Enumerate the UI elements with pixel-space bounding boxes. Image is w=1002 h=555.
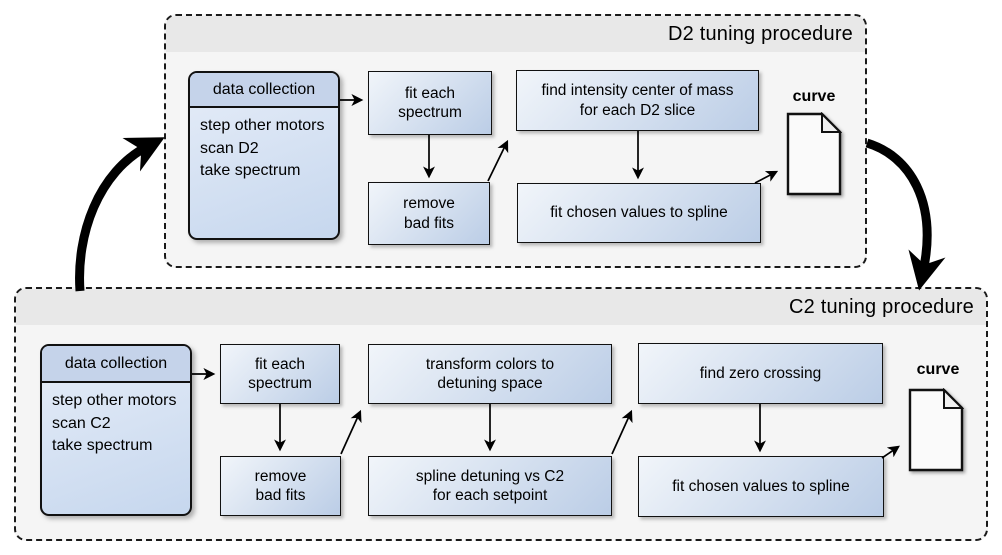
- node-text-line: for each setpoint: [432, 487, 548, 504]
- c2-find-zero-crossing-node: find zero crossing: [638, 343, 883, 404]
- node-text-line: fit each: [255, 355, 305, 373]
- node-text-line: find zero crossing: [699, 364, 822, 382]
- node-text-line: spline detuning vs C2: [415, 467, 565, 485]
- node-text-line: fit chosen values to spline: [672, 477, 850, 495]
- node-text-line: fit chosen values to spline: [550, 204, 728, 222]
- c2-step-line: step other motors: [52, 392, 177, 409]
- d2-data-collection-body: step other motors scan D2 take spectrum: [190, 108, 338, 238]
- c2-data-collection-body: step other motors scan C2 take spectrum: [42, 383, 190, 514]
- node-text-line: spectrum: [248, 375, 312, 392]
- arrow-c2-to-d2-loop: [75, 137, 165, 292]
- d2-scan-line: scan D2: [200, 139, 259, 157]
- d2-fit-each-spectrum-node: fit each spectrum: [368, 71, 492, 135]
- node-text-line: bad fits: [255, 487, 306, 504]
- c2-scan-line: scan C2: [52, 414, 111, 432]
- node-text-line: transform colors to: [425, 355, 555, 373]
- d2-title-band: D2 tuning procedure: [166, 16, 865, 52]
- d2-data-collection-header: data collection: [190, 73, 338, 108]
- c2-procedure-title: C2 tuning procedure: [788, 295, 974, 318]
- node-text-line: fit each: [405, 84, 455, 102]
- c2-remove-bad-fits-node: remove bad fits: [220, 456, 341, 516]
- node-text-line: remove: [403, 195, 455, 213]
- node-text-line: spectrum: [398, 104, 462, 121]
- c2-title-band: C2 tuning procedure: [16, 289, 986, 325]
- d2-procedure-title: D2 tuning procedure: [667, 22, 853, 45]
- d2-curve-label: curve: [792, 88, 836, 105]
- c2-curve-document-icon: [908, 387, 965, 477]
- d2-fit-chosen-spline-node: fit chosen values to spline: [517, 183, 761, 243]
- c2-fit-chosen-spline-node: fit chosen values to spline: [638, 456, 884, 517]
- c2-spectrum-line: take spectrum: [52, 437, 153, 455]
- c2-data-collection-header: data collection: [42, 346, 190, 383]
- c2-transform-colors-node: transform colors to detuning space: [368, 344, 612, 404]
- c2-fit-each-spectrum-node: fit each spectrum: [220, 344, 340, 404]
- node-text-line: find intensity center of mass: [541, 82, 734, 100]
- d2-spectrum-line: take spectrum: [200, 162, 301, 180]
- d2-data-collection-node: data collection step other motors scan D…: [188, 71, 340, 240]
- d2-curve-document-icon: [786, 111, 843, 201]
- c2-data-collection-node: data collection step other motors scan C…: [40, 344, 192, 516]
- d2-find-intensity-com-node: find intensity center of mass for each D…: [516, 70, 759, 131]
- d2-step-line: step other motors: [200, 117, 325, 134]
- c2-curve-label: curve: [916, 361, 960, 378]
- arrow-d2-to-c2-loop: [865, 138, 946, 291]
- c2-spline-detuning-node: spline detuning vs C2 for each setpoint: [368, 456, 612, 516]
- node-text-line: detuning space: [437, 375, 543, 392]
- node-text-line: remove: [254, 467, 307, 485]
- d2-remove-bad-fits-node: remove bad fits: [368, 182, 490, 245]
- node-text-line: bad fits: [404, 214, 454, 232]
- node-text-line: for each D2 slice: [579, 101, 696, 119]
